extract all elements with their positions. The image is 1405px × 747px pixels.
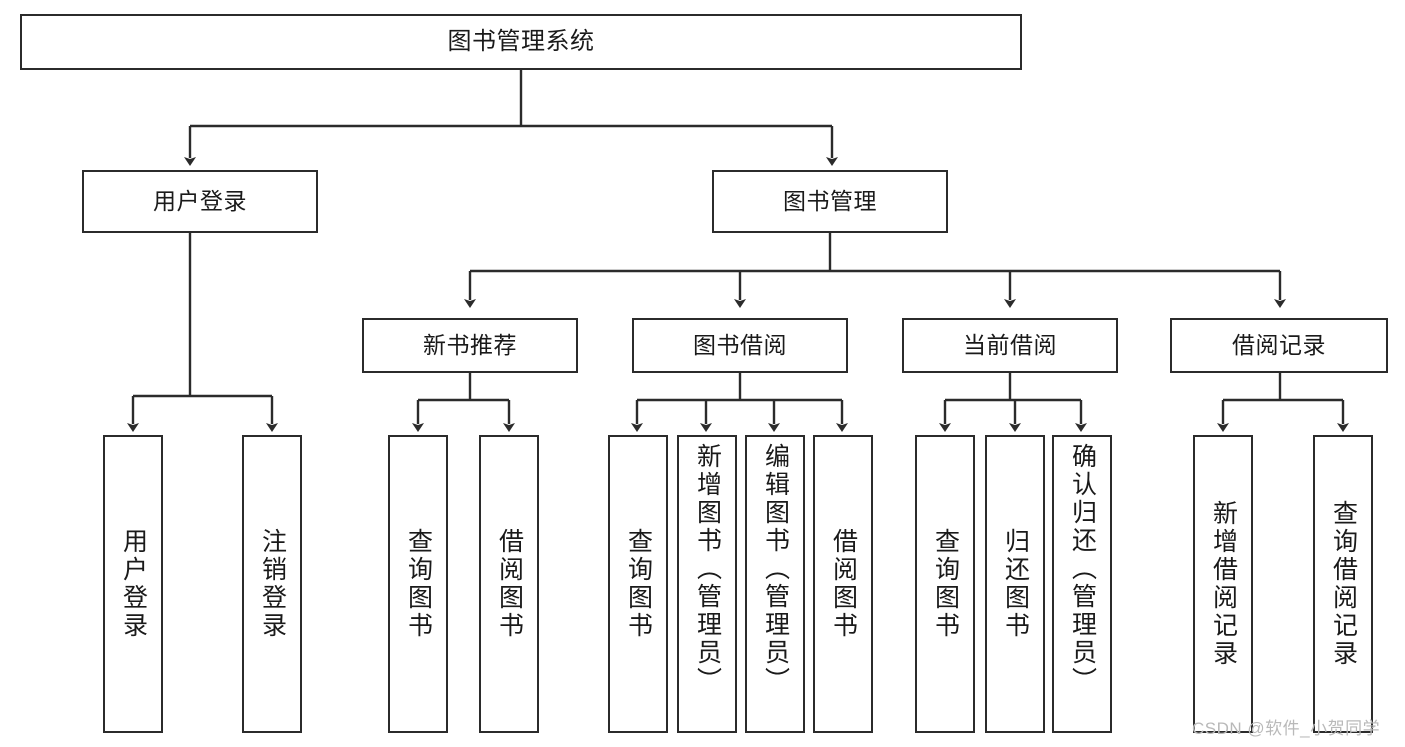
leaf-current-query-book[interactable]: 查询图书	[915, 435, 975, 733]
leaf-borrow-borrow-book[interactable]: 借阅图书	[813, 435, 873, 733]
leaf-borrow-edit-book-admin[interactable]: 编辑图书（管理员）	[745, 435, 805, 733]
node-label: 查询图书	[404, 528, 433, 640]
watermark-text: CSDN @软件_小贺同学	[1192, 719, 1381, 738]
leaf-current-return-book[interactable]: 归还图书	[985, 435, 1045, 733]
node-label: 当前借阅	[963, 331, 1057, 358]
node-book-management-system[interactable]: 图书管理系统	[20, 14, 1022, 70]
node-book-borrow[interactable]: 图书借阅	[632, 318, 848, 373]
node-label: 新增借阅记录	[1209, 500, 1238, 668]
node-label: 查询借阅记录	[1329, 500, 1358, 668]
leaf-record-query-borrow-record[interactable]: 查询借阅记录	[1313, 435, 1373, 733]
leaf-new-book-borrow[interactable]: 借阅图书	[479, 435, 539, 733]
node-label: 图书借阅	[693, 331, 787, 358]
node-label: 确认归还（管理员）	[1068, 443, 1097, 695]
node-label: 注销登录	[258, 528, 287, 640]
node-label: 查询图书	[931, 528, 960, 640]
leaf-current-confirm-return-admin[interactable]: 确认归还（管理员）	[1052, 435, 1112, 733]
node-current-borrow[interactable]: 当前借阅	[902, 318, 1118, 373]
node-borrow-record[interactable]: 借阅记录	[1170, 318, 1388, 373]
node-label: 借阅图书	[495, 528, 524, 640]
node-label: 查询图书	[624, 528, 653, 640]
node-book-management[interactable]: 图书管理	[712, 170, 948, 233]
node-label: 新增图书（管理员）	[693, 443, 722, 695]
leaf-user-login-signin[interactable]: 用户登录	[103, 435, 163, 733]
node-label: 图书管理系统	[447, 27, 595, 55]
leaf-user-login-signout[interactable]: 注销登录	[242, 435, 302, 733]
node-label: 用户登录	[119, 528, 148, 640]
node-new-book-recommend[interactable]: 新书推荐	[362, 318, 578, 373]
node-label: 借阅图书	[829, 528, 858, 640]
leaf-record-add-borrow-record[interactable]: 新增借阅记录	[1193, 435, 1253, 733]
node-label: 图书管理	[783, 187, 877, 214]
node-label: 借阅记录	[1232, 331, 1326, 358]
node-label: 归还图书	[1001, 528, 1030, 640]
node-label: 用户登录	[153, 187, 247, 214]
leaf-borrow-query-book[interactable]: 查询图书	[608, 435, 668, 733]
node-label: 新书推荐	[423, 331, 517, 358]
leaf-new-book-query[interactable]: 查询图书	[388, 435, 448, 733]
node-user-login[interactable]: 用户登录	[82, 170, 318, 233]
leaf-borrow-add-book-admin[interactable]: 新增图书（管理员）	[677, 435, 737, 733]
node-label: 编辑图书（管理员）	[761, 443, 790, 695]
